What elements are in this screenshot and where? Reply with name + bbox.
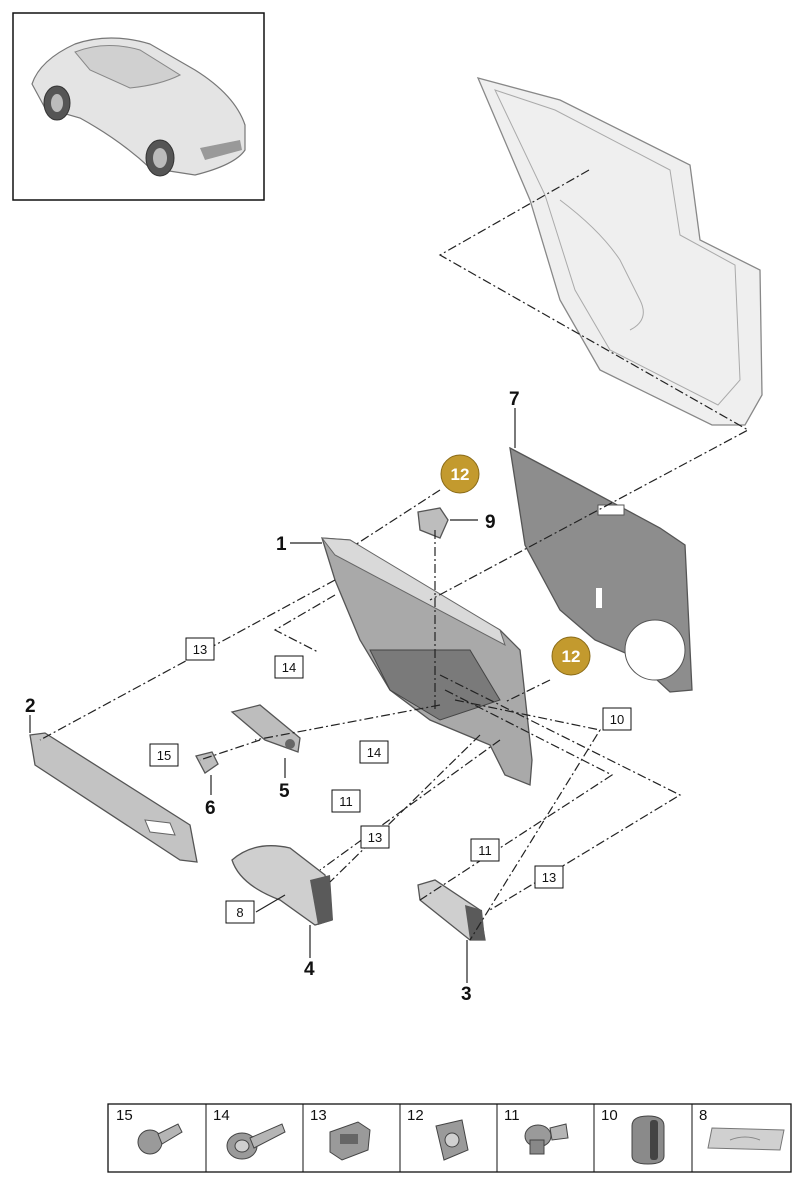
legend-label-11: 11 bbox=[504, 1107, 520, 1124]
callout-4: 4 bbox=[304, 959, 315, 980]
callout-11-b-box bbox=[470, 838, 500, 862]
callout-7: 7 bbox=[509, 389, 520, 410]
expanding-nut-icon bbox=[435, 1119, 469, 1161]
callout-14-b-box bbox=[359, 740, 389, 764]
part-7-door-seal-sheet bbox=[509, 446, 693, 693]
callout-2: 2 bbox=[25, 696, 36, 717]
part-9-clip bbox=[417, 507, 449, 539]
callout-12-a-badge bbox=[440, 454, 480, 494]
part-4-handle-cover bbox=[231, 845, 333, 926]
callout-15: 15 bbox=[157, 748, 171, 763]
leader-lines bbox=[29, 408, 516, 983]
callout-3: 3 bbox=[461, 984, 472, 1005]
callout-11-b: 11 bbox=[478, 843, 492, 858]
callout-12-b-badge bbox=[551, 636, 591, 676]
vehicle-thumbnail-icon bbox=[31, 37, 246, 177]
cap-icon bbox=[631, 1115, 665, 1165]
callout-11-a-box bbox=[331, 789, 361, 813]
callout-12-a: 12 bbox=[451, 465, 470, 484]
callout-10-box bbox=[602, 707, 632, 731]
callout-14-a: 14 bbox=[282, 660, 296, 675]
callout-5: 5 bbox=[279, 781, 290, 802]
callout-14-a-box bbox=[274, 655, 304, 679]
legend-label-12: 12 bbox=[407, 1107, 424, 1124]
part-3-end-cap bbox=[417, 879, 486, 941]
washer-screw-icon bbox=[226, 1123, 286, 1160]
callout-13-b-box bbox=[360, 825, 390, 849]
callout-13-a-box bbox=[185, 637, 215, 661]
badge-icon bbox=[707, 1127, 785, 1151]
door-shell-part bbox=[476, 77, 763, 426]
legend-label-15: 15 bbox=[116, 1107, 133, 1124]
callout-13-a: 13 bbox=[193, 642, 207, 657]
callout-1: 1 bbox=[276, 534, 287, 555]
callout-13-b: 13 bbox=[368, 830, 382, 845]
part-2-trim-strip bbox=[29, 732, 198, 863]
legend-label-8: 8 bbox=[699, 1107, 707, 1124]
callout-14-b: 14 bbox=[367, 745, 381, 760]
callout-8-box bbox=[225, 900, 255, 924]
callout-13-c: 13 bbox=[542, 870, 556, 885]
screw-icon bbox=[137, 1123, 183, 1155]
callout-9: 9 bbox=[485, 512, 496, 533]
part-5-switch-bracket bbox=[230, 704, 301, 753]
callout-8: 8 bbox=[236, 905, 243, 920]
legend-label-10: 10 bbox=[601, 1107, 618, 1124]
legend-label-13: 13 bbox=[310, 1107, 327, 1124]
callout-15-box bbox=[149, 743, 179, 767]
callout-13-c-box bbox=[534, 865, 564, 889]
part-6-clip bbox=[195, 751, 219, 774]
callout-11-a: 11 bbox=[339, 794, 353, 809]
legend-label-14: 14 bbox=[213, 1107, 230, 1124]
callout-10: 10 bbox=[610, 712, 624, 727]
callout-6: 6 bbox=[205, 798, 216, 819]
clip-icon bbox=[329, 1121, 371, 1161]
callout-12-b: 12 bbox=[562, 647, 581, 666]
plug-icon bbox=[524, 1123, 569, 1155]
part-1-door-trim-panel bbox=[320, 537, 533, 786]
